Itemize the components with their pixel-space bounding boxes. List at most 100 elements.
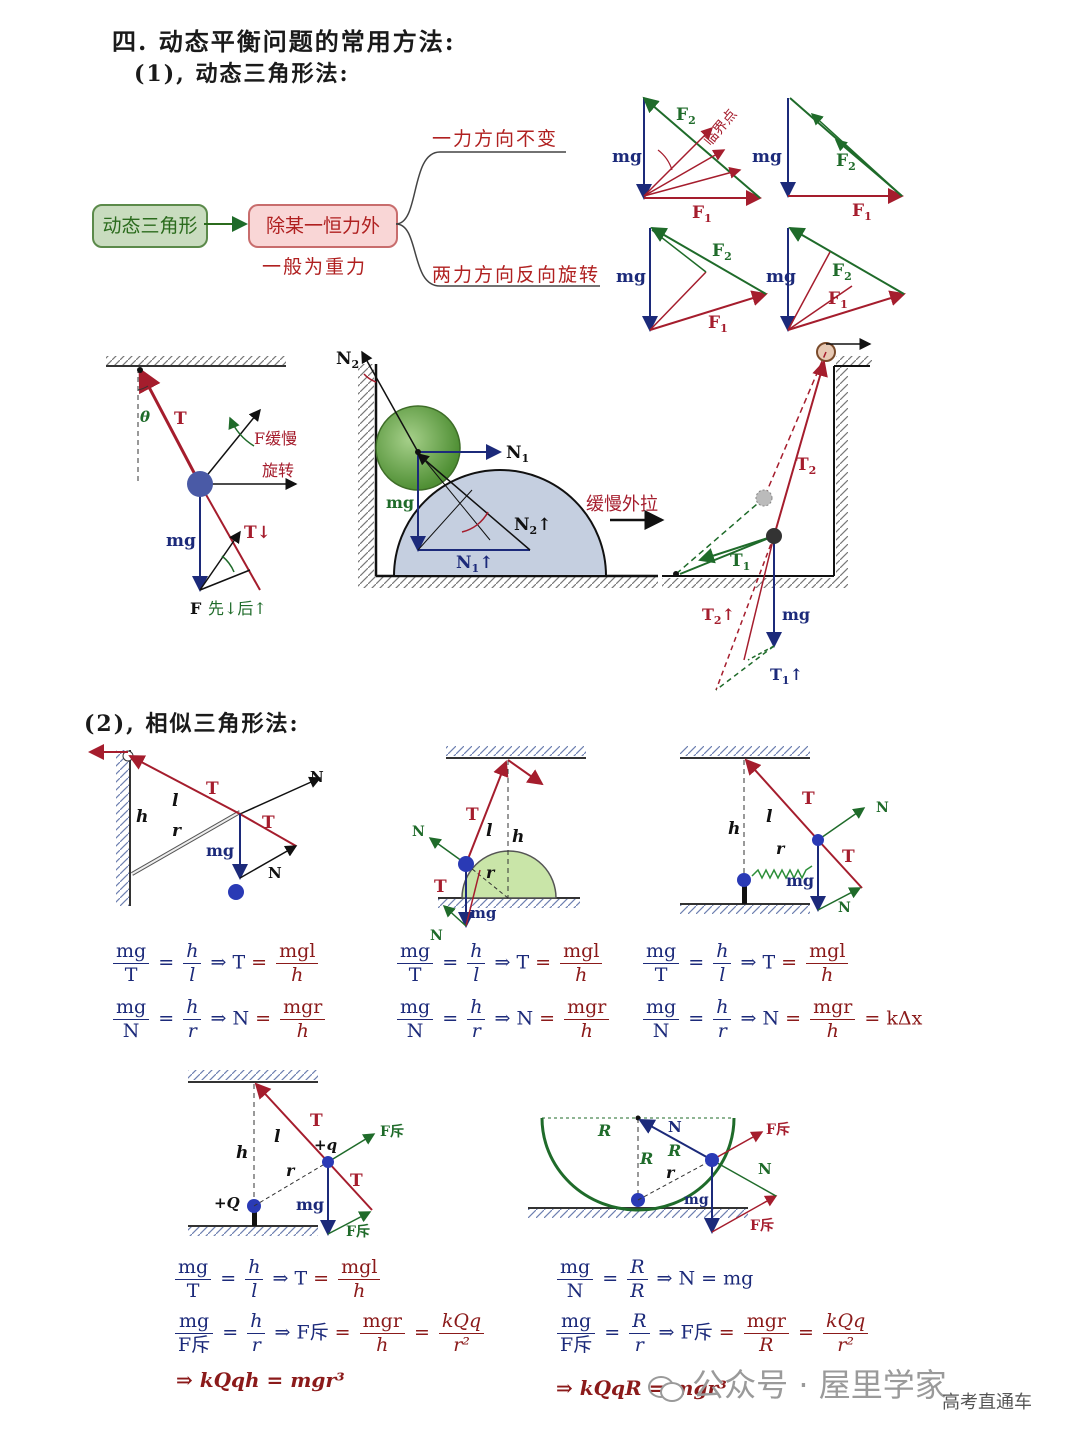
s2-1-N: N — [268, 864, 282, 882]
s2-5-R-top: R — [597, 1121, 611, 1140]
fig-a-rotate: 旋转 — [262, 461, 294, 480]
s2-2-r: r — [486, 863, 496, 882]
s2-2-N-top: N — [412, 824, 425, 840]
s2-4-h: h — [236, 1143, 248, 1163]
s2-2-N: N — [430, 928, 443, 944]
fig-a-F: F — [190, 599, 202, 618]
s2-4-F-rep-top: F斥 — [380, 1123, 404, 1140]
fig-c-T2: T2 — [796, 455, 816, 477]
fig-b-mg: mg — [386, 493, 414, 512]
s2-3-N: N — [838, 900, 851, 916]
s2-5-R-left: R — [639, 1149, 653, 1168]
s2-2-T-top: T — [466, 805, 479, 825]
s2-5-r: r — [666, 1163, 676, 1182]
s2-1-h: h — [136, 807, 148, 827]
fig-a-mg: mg — [166, 531, 196, 551]
s2-3-l: l — [766, 807, 773, 827]
s2-4-r: r — [286, 1161, 296, 1180]
s2-3-N-top: N — [876, 800, 889, 816]
tri1-f2-label: F2 — [676, 105, 696, 127]
triangle-fig-3: mg F2 F1 — [616, 226, 768, 335]
tri3-mg-label: mg — [616, 267, 646, 287]
s2-3-T: T — [842, 847, 855, 867]
branch-one-force-fixed: 一力方向不变 — [432, 128, 559, 150]
section2-diagrams: h l r T T N mg N N T l h r T mg N — [88, 744, 889, 1240]
s2-1-T: T — [262, 813, 275, 833]
eq-col4-final: ⇒ kQqh = mgr³ — [176, 1368, 345, 1392]
section1-title: (1), 动态三角形法: — [134, 61, 350, 87]
watermark-sub: 高考直通车 — [942, 1392, 1032, 1413]
s2-5-N-top: N — [668, 1118, 682, 1136]
fig-s2-1-rod-wall: h l r T T N mg N — [88, 744, 324, 906]
tri3-f2-label: F2 — [712, 241, 732, 263]
wechat-icon — [648, 1372, 684, 1402]
tri1-f1-label: F1 — [692, 203, 712, 225]
s2-3-mg: mg — [786, 871, 814, 890]
fig-s2-5-bowl: R R R r N F斥 N mg F斥 — [528, 1115, 790, 1234]
tri1-mg-label: mg — [612, 147, 642, 167]
s2-1-mg: mg — [206, 841, 234, 860]
page-heading: 四. 动态平衡问题的常用方法: — [112, 27, 456, 56]
tri4-f2-label: F2 — [832, 261, 852, 283]
s2-4-plus-q: +q — [314, 1136, 337, 1154]
s2-5-R-mid: R — [667, 1141, 681, 1160]
fig-c-mg: mg — [782, 605, 810, 624]
s2-1-r: r — [172, 821, 182, 841]
s2-2-h: h — [512, 827, 524, 847]
fig-b-N1: N1 — [506, 443, 529, 465]
fig-b-N2-up: N2↑ — [514, 515, 551, 537]
fig-c-T2-up: T2↑ — [702, 605, 735, 627]
s2-4-T: T — [350, 1171, 363, 1191]
eq-col5-final: ⇒ kQqR = mgr³ — [556, 1376, 727, 1400]
fig-a-T-down: T↓ — [244, 523, 271, 543]
tri2-f2-label: F2 — [836, 151, 856, 173]
s2-3-r: r — [776, 839, 786, 858]
s2-5-mg: mg — [684, 1192, 709, 1208]
section1-diagrams: mg F2 F1 临界点 mg F2 F1 mg F2 F1 mg F2 F1 — [106, 96, 906, 691]
branch-two-forces-rotate: 两力方向反向旋转 — [432, 264, 601, 286]
s2-2-mg: mg — [470, 904, 497, 922]
s2-4-l: l — [274, 1127, 281, 1147]
fig-s2-4-charges: h l r T +q F斥 T mg F斥 +Q — [188, 1070, 404, 1240]
fig-b-N2: N2 — [336, 349, 359, 371]
fig-s2-2-hemisphere: N T l h r T mg N — [412, 746, 586, 944]
flow-connectors — [204, 151, 600, 287]
s2-4-mg: mg — [296, 1195, 324, 1214]
critical-point-label: 临界点 — [701, 106, 740, 148]
fig-a-T: T — [174, 409, 187, 429]
fig-c-pulley: T2 T1 mg T2↑ T1↑ — [662, 338, 872, 691]
triangle-fig-4: mg F2 F1 — [766, 226, 906, 332]
s2-1-l: l — [172, 791, 179, 811]
section2-title: (2), 相似三角形法: — [84, 711, 300, 737]
triangle-fig-2: mg F2 F1 — [752, 97, 904, 223]
s2-5-F-rep-top: F斥 — [766, 1121, 790, 1138]
fig-a-F-note: 先↓后↑ — [208, 599, 267, 618]
fig-b-ball-on-halfdisc: N2 N1 mg N2↑ N1↑ 缓慢外拉 — [336, 349, 665, 588]
tri2-f1-label: F1 — [852, 201, 872, 223]
s2-3-T-top: T — [802, 789, 815, 809]
box-dynamic-triangle: 动态三角形 — [92, 204, 208, 248]
s2-4-T-top: T — [310, 1111, 323, 1131]
triangle-fig-1: mg F2 F1 临界点 — [612, 96, 762, 225]
note-gravity: 一般为重力 — [262, 256, 368, 278]
fig-s2-3-spring: h l r T N T mg N — [680, 746, 889, 916]
tri2-mg-label: mg — [752, 147, 782, 167]
s2-1-N-top: N — [310, 768, 324, 786]
s2-3-h: h — [728, 819, 740, 839]
watermark-main: 公众号 · 屋里学家 — [648, 1360, 947, 1406]
fig-a-theta: θ — [140, 408, 150, 426]
fig-c-T1-up: T1↑ — [770, 665, 803, 687]
fig-b-N1-up: N1↑ — [456, 553, 493, 575]
box-except-constant-force: 除某一恒力外 — [248, 204, 398, 248]
tri4-f1-label: F1 — [828, 289, 848, 311]
